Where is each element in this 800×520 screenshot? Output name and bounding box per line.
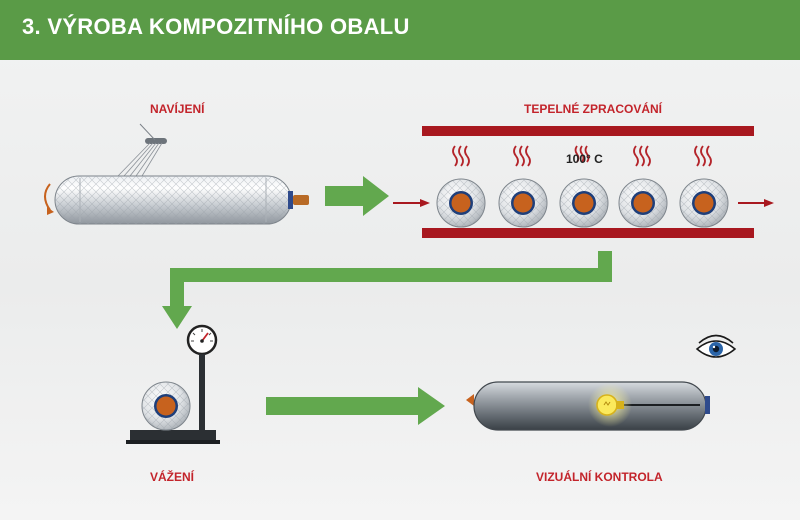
rotation-arrow-icon [44,183,51,211]
tank-valve [288,191,293,209]
oven-cylinder-2 [498,178,548,228]
oven-cylinder-3 [559,178,609,228]
eye-icon [695,334,737,358]
page-title: 3. VÝROBA KOMPOZITNÍHO OBALU [22,14,410,39]
heat-waves-icon [452,145,712,167]
oven-cylinder-1 [436,178,486,228]
fiber-spool [145,138,167,144]
arrow-to-inspection [266,387,445,425]
label-visual-inspection: VIZUÁLNÍ KONTROLA [536,470,663,484]
light-bulb-icon [596,394,624,416]
header-bar: 3. VÝROBA KOMPOZITNÍHO OBALU [0,0,800,60]
label-heat-treatment: TEPELNÉ ZPRACOVÁNÍ [524,102,663,116]
oven-temperature: 100° C [566,152,603,166]
label-weighing: VÁŽENÍ [150,470,195,484]
arrow-to-weighing [162,251,612,329]
heat-treatment-oven: 100° C [393,126,774,238]
scale-base [130,430,216,440]
oven-top-bar [422,126,754,136]
inspected-tank-valve [705,396,710,414]
oven-bottom-bar [422,228,754,238]
arrow-to-heat [325,176,389,216]
winding-station [44,123,309,225]
inspection-station [466,334,737,431]
fiber-guide [139,123,156,141]
weighing-scale [126,324,220,444]
oven-cylinder-4 [618,178,668,228]
label-winding: NAVÍJENÍ [150,102,205,116]
fiber-strands [117,142,163,177]
oven-cylinder-5 [679,178,729,228]
